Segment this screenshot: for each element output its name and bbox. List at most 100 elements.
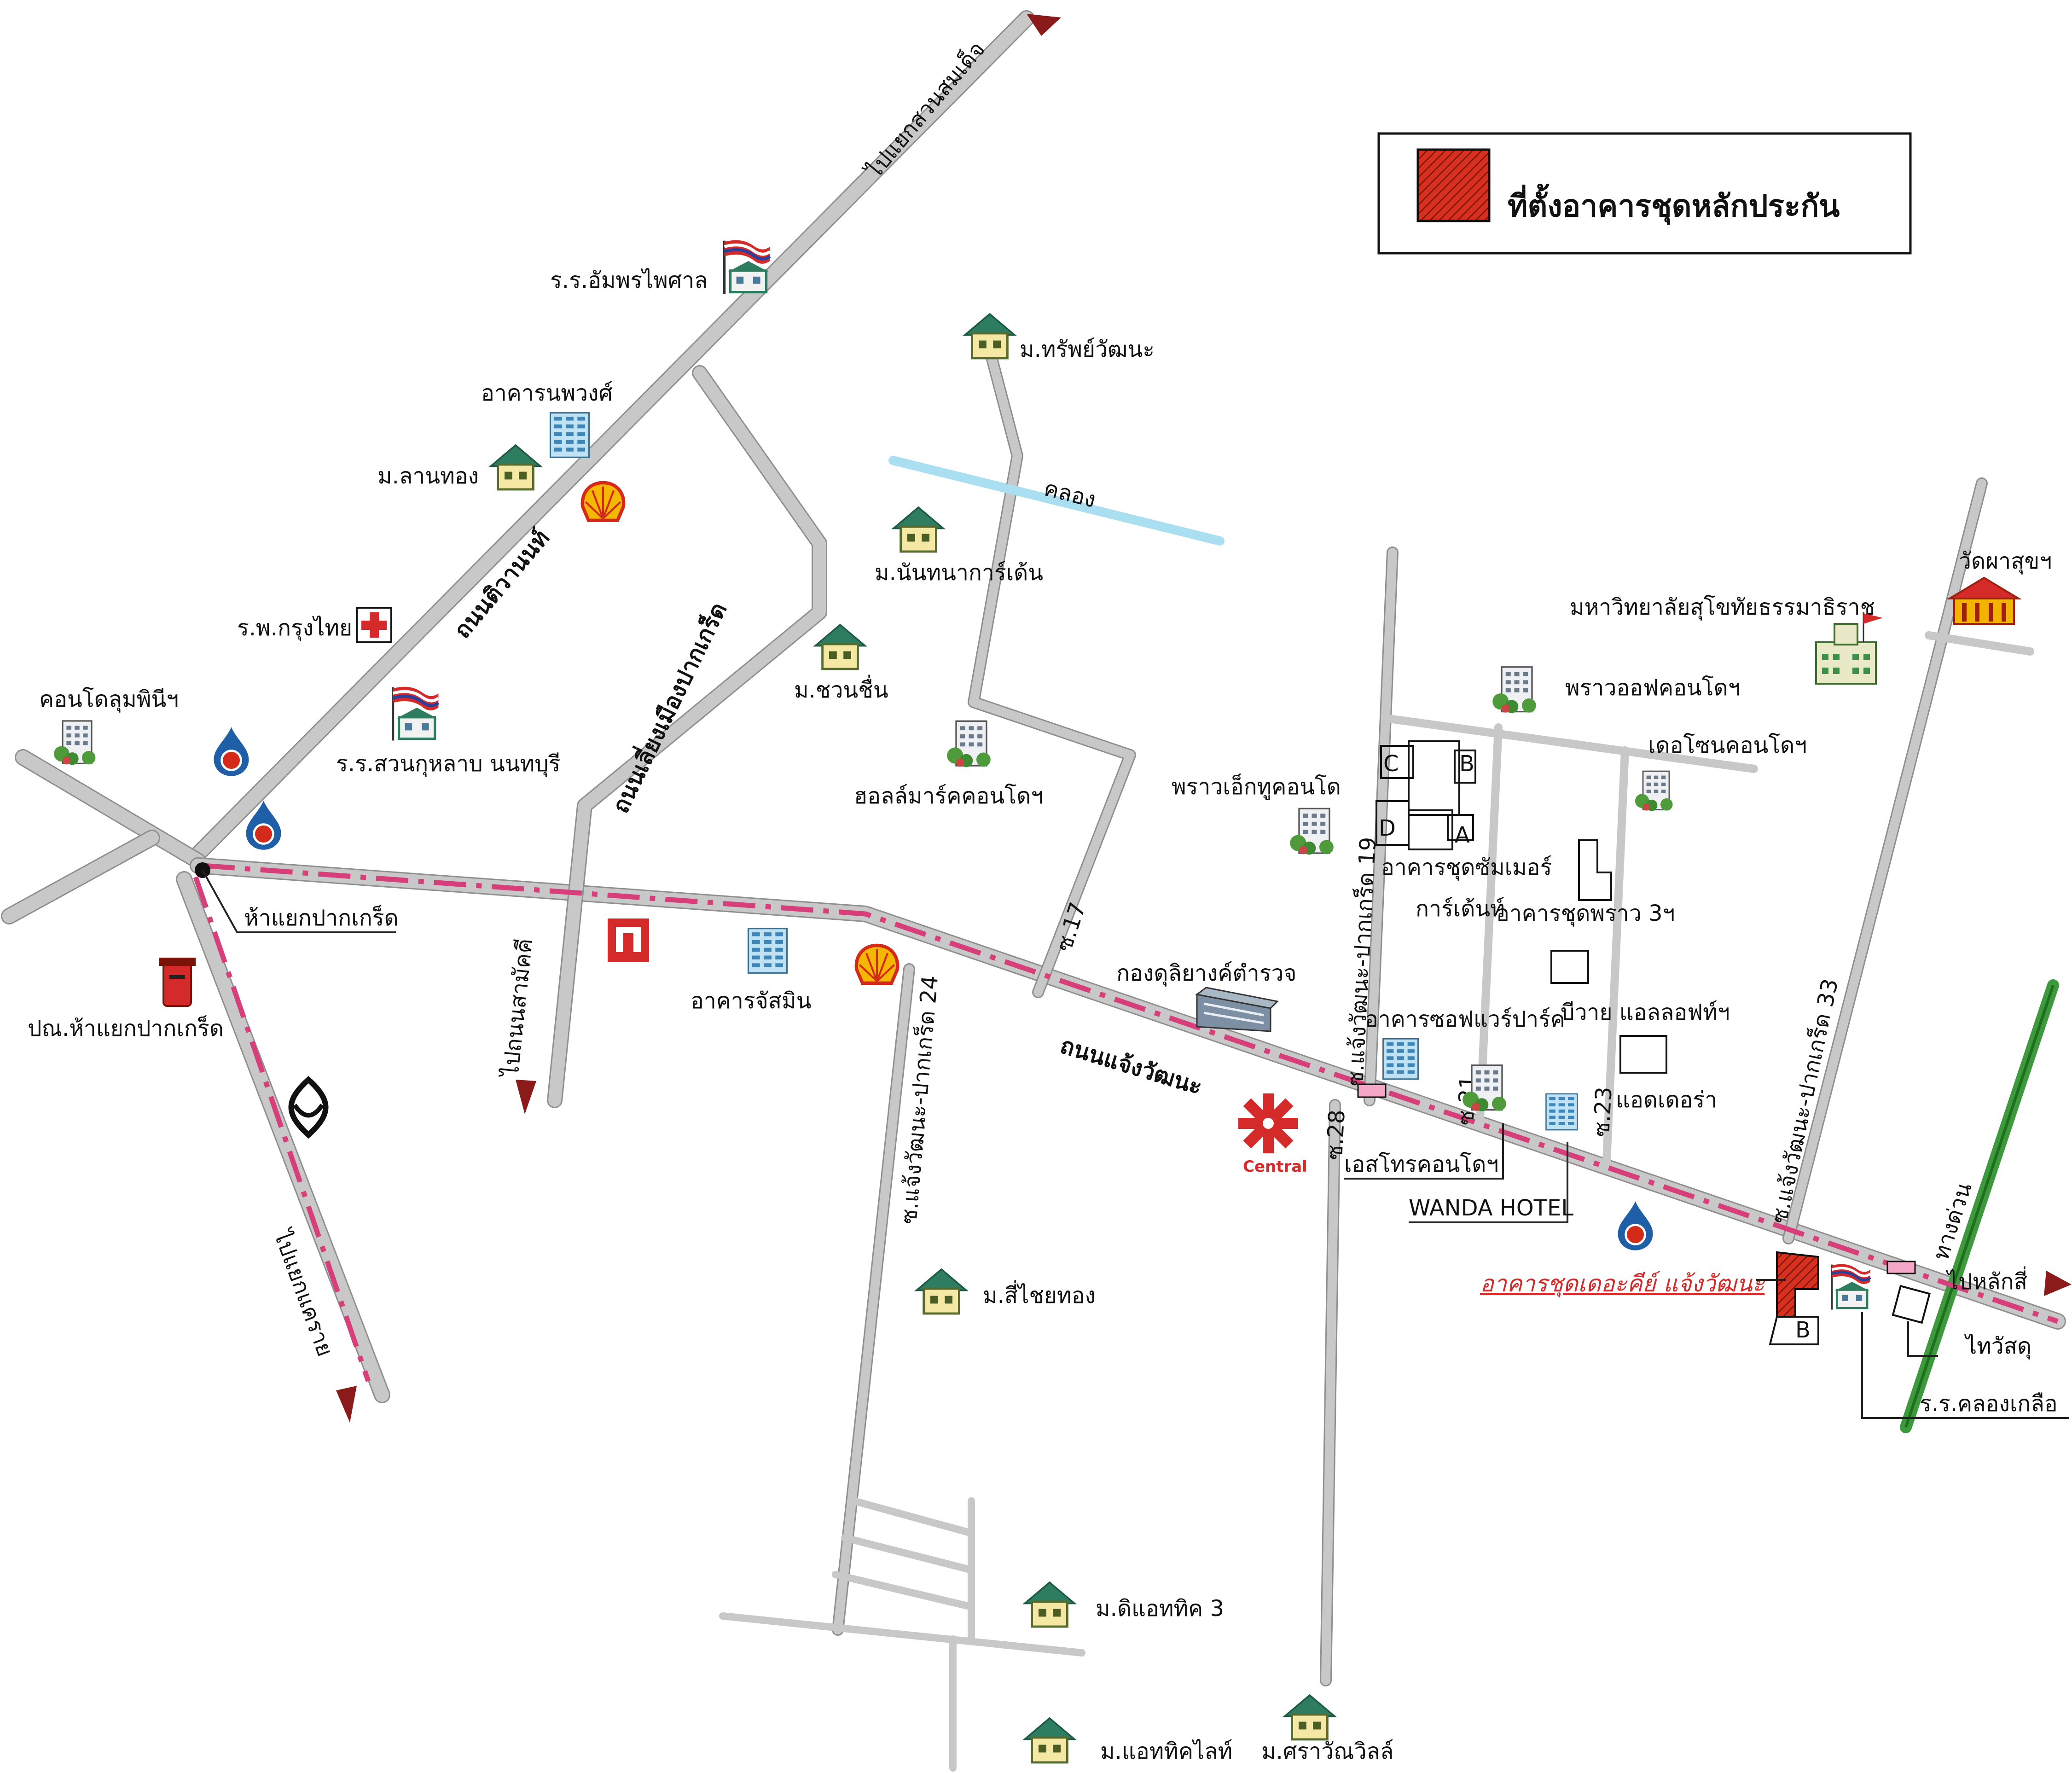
post-label: ปณ.ห้าแยกปากเกร็ด [28,1015,224,1041]
khlongkluea-label: ร.ร.คลองเกลือ [1920,1391,2058,1417]
soi24-road [719,963,1085,1772]
office-building-icon [549,412,590,458]
soi33-road [1782,477,2034,1244]
soi19-marker [1357,1083,1387,1098]
lumpini-label: คอนโดลุมพินีฯ [39,686,179,713]
prao3-building [1578,839,1612,901]
arrow-icon [336,14,2072,1423]
hallmark-label: ฮอลล์มาร์คคอนโดฯ [854,783,1043,809]
biway-label: บีวาย แอลลอฟท์ฯ [1561,1000,1730,1025]
to-suanmsomdet-label: ไปแยกสวนสมเด็จ [860,36,990,185]
temple-icon [1946,576,2022,625]
route-line-south [193,876,371,1382]
attic3-label: ม.ดิแอททิค 3 [1096,1596,1224,1622]
central-label: Central [1243,1157,1307,1176]
soi28-label: ซ.28 [1322,1109,1350,1161]
lanthong-label: ม.ลานทอง [377,463,479,489]
central-store-icon: Central [1238,1093,1307,1176]
house-icon [965,314,1015,358]
legend-label: ที่ตั้งอาคารชุดหลักประกัน [1508,183,1840,225]
condo-icon [53,720,97,766]
summer-label: อาคารชุดซัมเมอร์ [1381,855,1552,881]
house-icon [1025,1718,1074,1762]
shell-station-icon [582,482,623,520]
school-icon [393,687,439,741]
isuzu-dealer-icon [608,918,649,962]
school-icon [1832,1264,1870,1310]
house-icon [491,445,540,489]
atticlight-label: ม.แอททิคไลท์ [1100,1738,1232,1764]
condo-icon [946,720,992,768]
target-building [1769,1251,1819,1345]
house-icon [917,1269,966,1314]
to-samakkhi-label: ไปถนนสามัคคี [498,937,538,1080]
estro-label: เอสโทรคอนโดฯ [1344,1151,1498,1177]
legend-box: ที่ตั้งอาคารชุดหลักประกัน [1377,132,1912,255]
garden-label: การ์เด้นท์ [1416,896,1505,922]
chuanchuen-label: ม.ชวนชื่น [794,674,888,703]
office-building-icon [747,928,788,974]
house-icon [1025,1582,1074,1627]
ptt-station-icon [1618,1201,1653,1250]
mark-b: B [1459,751,1474,777]
prao-office-label: พราวออฟคอนโดฯ [1565,675,1741,701]
soi17-road [968,353,1136,998]
office-building-icon [1545,1093,1579,1131]
soi23-label: ซ.23 [1589,1086,1617,1138]
junction-arms [1,749,206,924]
route-line [202,863,2059,1324]
mark-c: C [1383,751,1399,777]
soi17-label: ซ.17 [1051,899,1091,955]
chaengwattana-label: ถนนแจ้งวัฒนะ [1057,1032,1205,1100]
condo-icon [1492,666,1537,714]
soi28-road [1320,1099,1341,1686]
amphon-label: ร.ร.อัมพรไพศาล [550,267,708,293]
to-laksi-label: ไปหลักสี่ [1945,1266,2027,1295]
police-div-label: กองดุลิยางค์ตำรวจ [1116,960,1297,987]
thezone-label: เดอโซนคอนโดฯ [1648,732,1807,758]
ptt-station-icon [214,727,249,776]
software-label: อาคารซอฟแวร์ปาร์ค [1365,1006,1565,1032]
target-b-label: B [1795,1317,1811,1343]
sapwattana-label: ม.ทรัพย์วัฒนะ [1020,337,1155,362]
house-icon [1285,1695,1335,1739]
house-icon [894,507,943,552]
suankularb-label: ร.ร.สวนกุหลาบ นนทบุรี [336,751,560,777]
shell-station-icon [856,945,897,983]
thaiwised-label: ไทวัสดุ [1964,1333,2031,1360]
noppawong-label: อาคารนพวงศ์ [481,380,613,406]
legend-swatch [1416,148,1491,222]
office-building-icon [1382,1038,1419,1080]
canal [888,456,1225,546]
soi19-road [1364,546,1758,1106]
school-icon [725,240,770,294]
summer-garden-buildings [1376,740,1476,850]
mark-d: D [1379,815,1396,841]
house-icon [815,625,865,669]
university-icon [1815,612,1883,685]
office-building-icon [1195,987,1279,1032]
nanthana-label: ม.นันทนาการ์เด้น [875,560,1043,586]
sichaithong-label: ม.สี่ไชยทอง [983,1280,1096,1308]
condo-icon [1289,808,1335,856]
bypass-road [547,365,827,1108]
target-label: อาคารชุดเดอะคีย์ แจ้งวัฒนะ [1480,1270,1765,1298]
mark-a: A [1455,822,1470,848]
adora-label: แอดเดอร่า [1616,1087,1717,1113]
junction-label: ห้าแยกปากเกร็ด [244,905,399,931]
hospital-cross-icon [356,607,392,643]
bank-icon [288,1075,329,1139]
prao3-label: อาคารชุดพราว 3ฯ [1496,901,1675,927]
wat-label: วัดผาสุขฯ [1959,548,2052,575]
prao-x2-label: พราวเอ็กทูคอนโด [1172,773,1341,800]
road-marker [1886,1261,1916,1274]
post-box-icon [159,958,196,1007]
canal-label: คลอง [1041,475,1098,513]
condo-icon [1634,770,1674,812]
krungthai-hosp-label: ร.พ.กรุงไทย [237,615,352,641]
stou-label: มหาวิทยาลัยสุโขทัยธรรมาธิราช [1570,594,1875,621]
tiwanon-road [190,10,1035,862]
sarawan-label: ม.ศราวัณวิลล์ [1261,1738,1393,1764]
jasmine-label: อาคารจัสมิน [691,988,812,1014]
soi21-road [1476,723,1629,1164]
